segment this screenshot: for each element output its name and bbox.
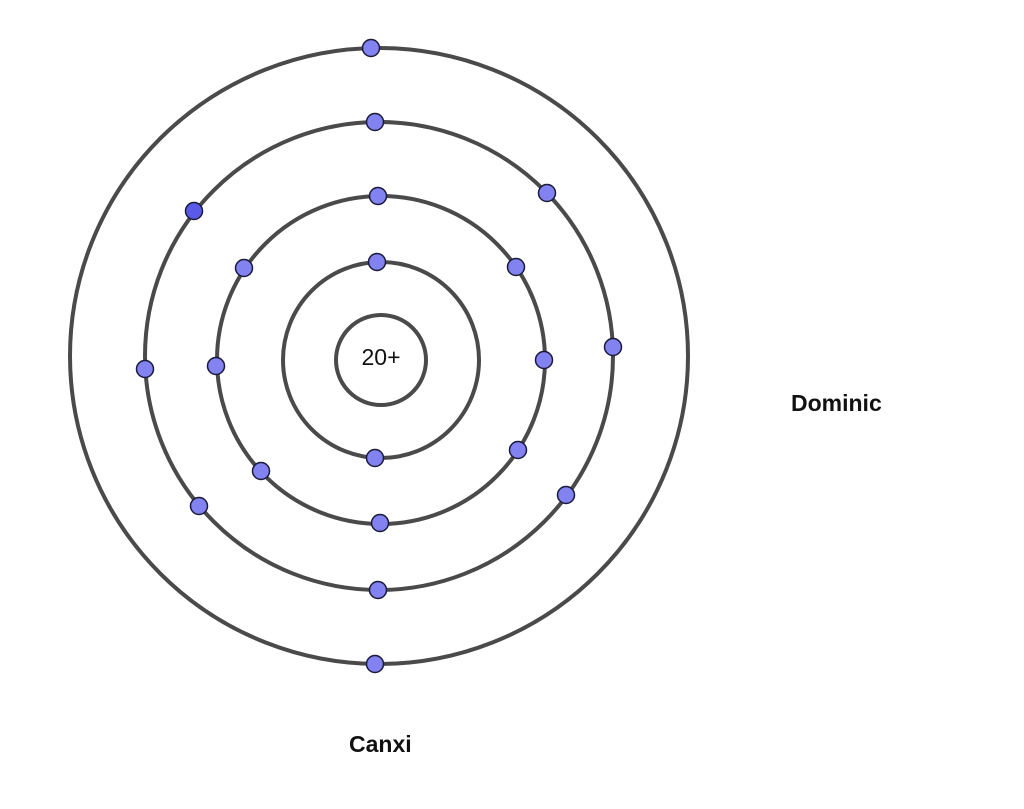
electron xyxy=(603,337,623,357)
electron xyxy=(184,201,204,221)
electron xyxy=(370,513,390,533)
electron xyxy=(367,252,387,272)
electron xyxy=(206,356,226,376)
nucleus-ring xyxy=(334,313,428,407)
electron xyxy=(365,448,385,468)
electron xyxy=(534,350,554,370)
electron xyxy=(365,112,385,132)
electron xyxy=(361,38,381,58)
electron xyxy=(189,496,209,516)
electron xyxy=(368,186,388,206)
electron xyxy=(508,440,528,460)
electron xyxy=(506,257,526,277)
author-caption: Dominic xyxy=(791,390,882,416)
electron xyxy=(234,258,254,278)
electron xyxy=(556,485,576,505)
electrons-group xyxy=(135,38,623,674)
electron xyxy=(251,461,271,481)
element-caption: Canxi xyxy=(349,731,412,757)
electron xyxy=(135,359,155,379)
electron xyxy=(537,183,557,203)
electron xyxy=(368,580,388,600)
nucleus-charge-label: 20+ xyxy=(361,344,401,370)
electron xyxy=(365,654,385,674)
